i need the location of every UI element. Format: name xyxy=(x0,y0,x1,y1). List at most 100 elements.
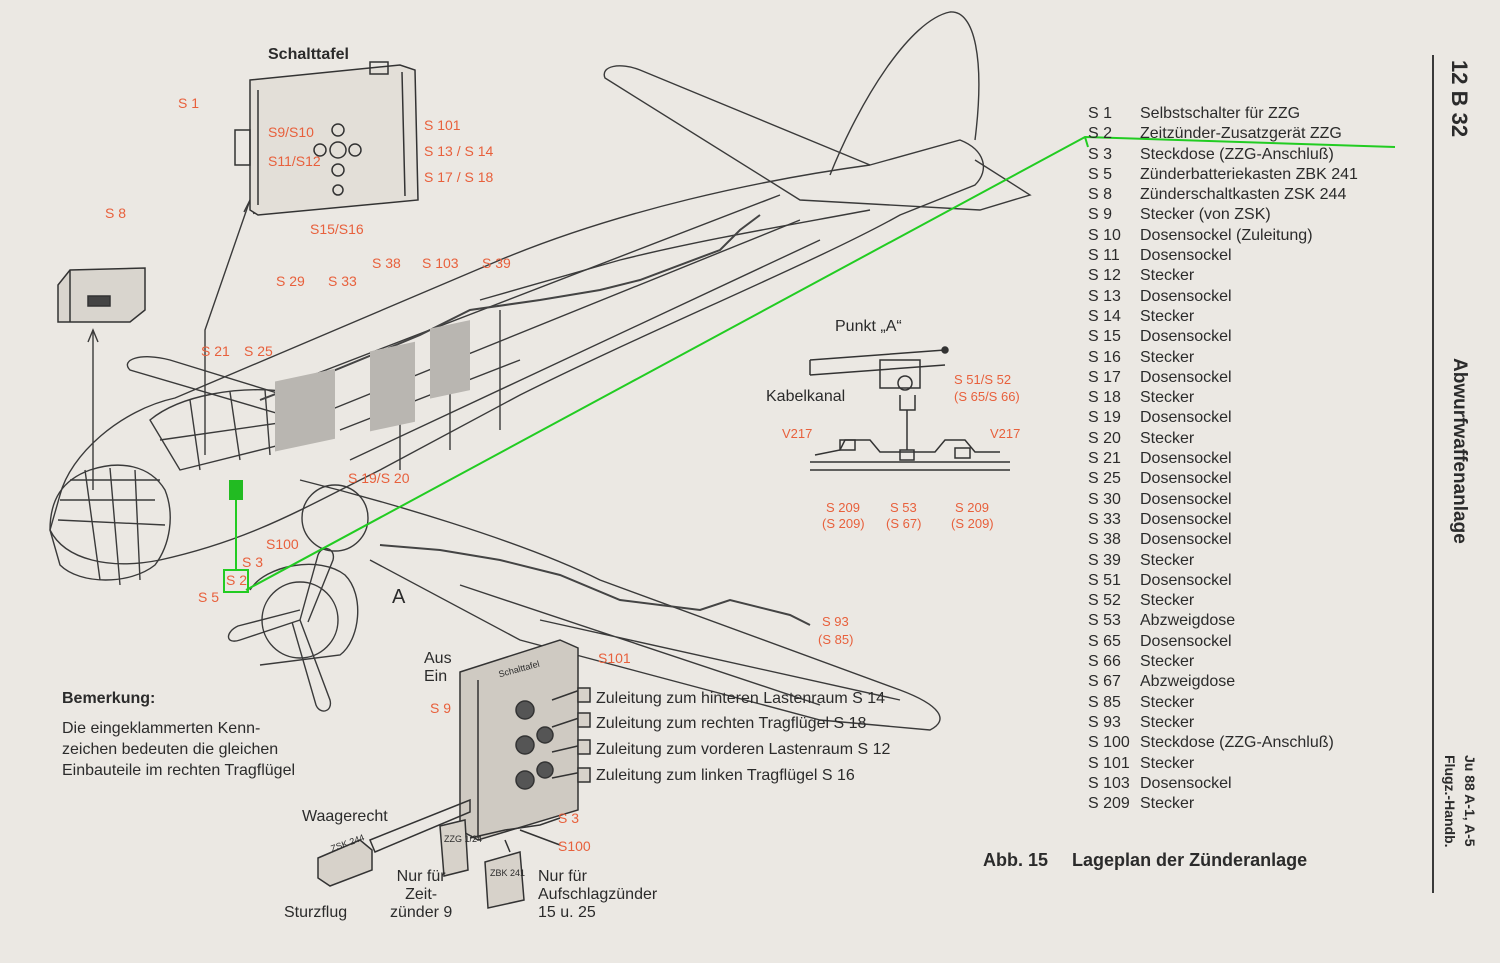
legend-code: S 14 xyxy=(1088,307,1121,325)
engine-nacelle xyxy=(249,563,359,666)
label-s11s12: S11/S12 xyxy=(268,153,321,169)
legend-code: S 19 xyxy=(1088,409,1121,427)
legend-code: S 13 xyxy=(1088,287,1121,305)
legend-code: S 8 xyxy=(1088,186,1113,204)
legend-item: S 17 Dosensockel xyxy=(1088,368,1418,388)
label-s9s10: S9/S10 xyxy=(268,124,314,140)
legend-code: S 39 xyxy=(1088,551,1121,569)
legend-text: Dosensockel xyxy=(1140,287,1232,305)
legend-text: Dosensockel xyxy=(1140,571,1232,589)
label-zuleitung-2: Zuleitung zum rechten Tragflügel S 18 xyxy=(596,715,867,732)
tail-plane xyxy=(603,65,1032,211)
note-block: Bemerkung: Die eingeklammerten Kenn- zei… xyxy=(62,690,295,781)
label-s25: S 25 xyxy=(244,343,273,359)
s2-marker xyxy=(229,480,243,500)
legend-code: S 101 xyxy=(1088,754,1130,772)
side-footer-2: Flugz.-Handb. xyxy=(1442,755,1458,848)
label-kabelkanal: Kabelkanal xyxy=(766,388,846,405)
note-line: zeichen bedeuten die gleichen xyxy=(62,741,279,758)
legend-code: S 11 xyxy=(1088,247,1120,265)
legend-text: Stecker xyxy=(1140,795,1195,813)
bomb-bay-hatching xyxy=(275,320,470,452)
legend-code: S 51 xyxy=(1088,571,1121,589)
cable-run-lower xyxy=(379,544,811,626)
legend-item: S 15 Dosensockel xyxy=(1088,327,1418,347)
margin-rule xyxy=(1432,55,1434,893)
legend-text: Stecker xyxy=(1140,693,1195,711)
label-s13s14: S 13 / S 14 xyxy=(424,143,494,159)
legend-text: Steckdose (ZZG-Anschluß) xyxy=(1140,734,1334,752)
legend-code: S 53 xyxy=(1088,612,1121,630)
label-s17s18: S 17 / S 18 xyxy=(424,169,494,185)
label-zuleitung-4: Zuleitung zum linken Tragflügel S 16 xyxy=(596,767,855,784)
legend-text: Abzweigdose xyxy=(1140,612,1236,630)
legend-item: S 19 Dosensockel xyxy=(1088,408,1418,428)
legend-text: Dosensockel xyxy=(1140,409,1232,427)
label-s53: S 53 xyxy=(890,500,917,515)
legend-text: Stecker xyxy=(1140,389,1195,407)
legend-code: S 85 xyxy=(1088,693,1121,711)
label-s19s20: S 19/S 20 xyxy=(348,470,410,486)
legend-code: S 38 xyxy=(1088,531,1121,549)
s2-highlight xyxy=(223,135,1396,593)
legend-text: Dosensockel xyxy=(1140,774,1232,792)
legend-code: S 2 xyxy=(1088,125,1113,143)
legend-text: Stecker xyxy=(1140,592,1195,610)
legend-text: Steckdose (ZZG-Anschluß) xyxy=(1140,145,1334,163)
legend-code: S 5 xyxy=(1088,165,1113,183)
legend-item: S 16 Stecker xyxy=(1088,348,1418,368)
legend-code: S 15 xyxy=(1088,328,1121,346)
label-s33: S 33 xyxy=(328,273,357,289)
label-zzg-box: ZZG 1/24 xyxy=(444,834,483,844)
label-s101-lower: S101 xyxy=(598,650,631,666)
legend-text: Stecker (von ZSK) xyxy=(1140,206,1271,224)
label-s3-lower: S 3 xyxy=(558,810,580,826)
note-title: Bemerkung: xyxy=(62,690,156,707)
label-s1: S 1 xyxy=(178,95,200,111)
caption-number: Abb. 15 xyxy=(983,850,1049,870)
legend-code: S 33 xyxy=(1088,510,1121,528)
legend-item: S 51 Dosensockel xyxy=(1088,571,1418,591)
label-schalttafel: Schalttafel xyxy=(268,46,349,63)
legend-code: S 209 xyxy=(1088,795,1130,813)
wing-near xyxy=(299,479,941,731)
legend-text: Dosensockel xyxy=(1140,470,1232,488)
legend-text: Stecker xyxy=(1140,348,1195,366)
legend-text: Dosensockel xyxy=(1140,368,1232,386)
legend-code: S 17 xyxy=(1088,368,1121,386)
side-title: Abwurfwaffenanlage xyxy=(1449,358,1470,544)
label-s93: S 93 xyxy=(822,614,849,629)
legend-code: S 16 xyxy=(1088,348,1121,366)
tail-fin xyxy=(829,11,980,176)
legend-code: S 18 xyxy=(1088,389,1121,407)
label-s209-right: S 209 xyxy=(955,500,989,515)
legend-code: S 93 xyxy=(1088,713,1121,731)
label-marker-a: A xyxy=(392,586,406,608)
legend-code: S 65 xyxy=(1088,632,1121,650)
label-s100-lower: S100 xyxy=(558,838,591,854)
label-s209-left: S 209 xyxy=(826,500,860,515)
label-s209-left-paren: (S 209) xyxy=(822,516,865,531)
legend-code: S 52 xyxy=(1088,592,1121,610)
legend-item: S 52 Stecker xyxy=(1088,591,1418,611)
label-s21: S 21 xyxy=(201,343,230,359)
arrow-to-panel xyxy=(204,199,251,455)
legend-text: Zünderbatteriekasten ZBK 241 xyxy=(1140,165,1358,183)
label-s39: S 39 xyxy=(482,255,511,271)
legend-text: Dosensockel xyxy=(1140,328,1232,346)
